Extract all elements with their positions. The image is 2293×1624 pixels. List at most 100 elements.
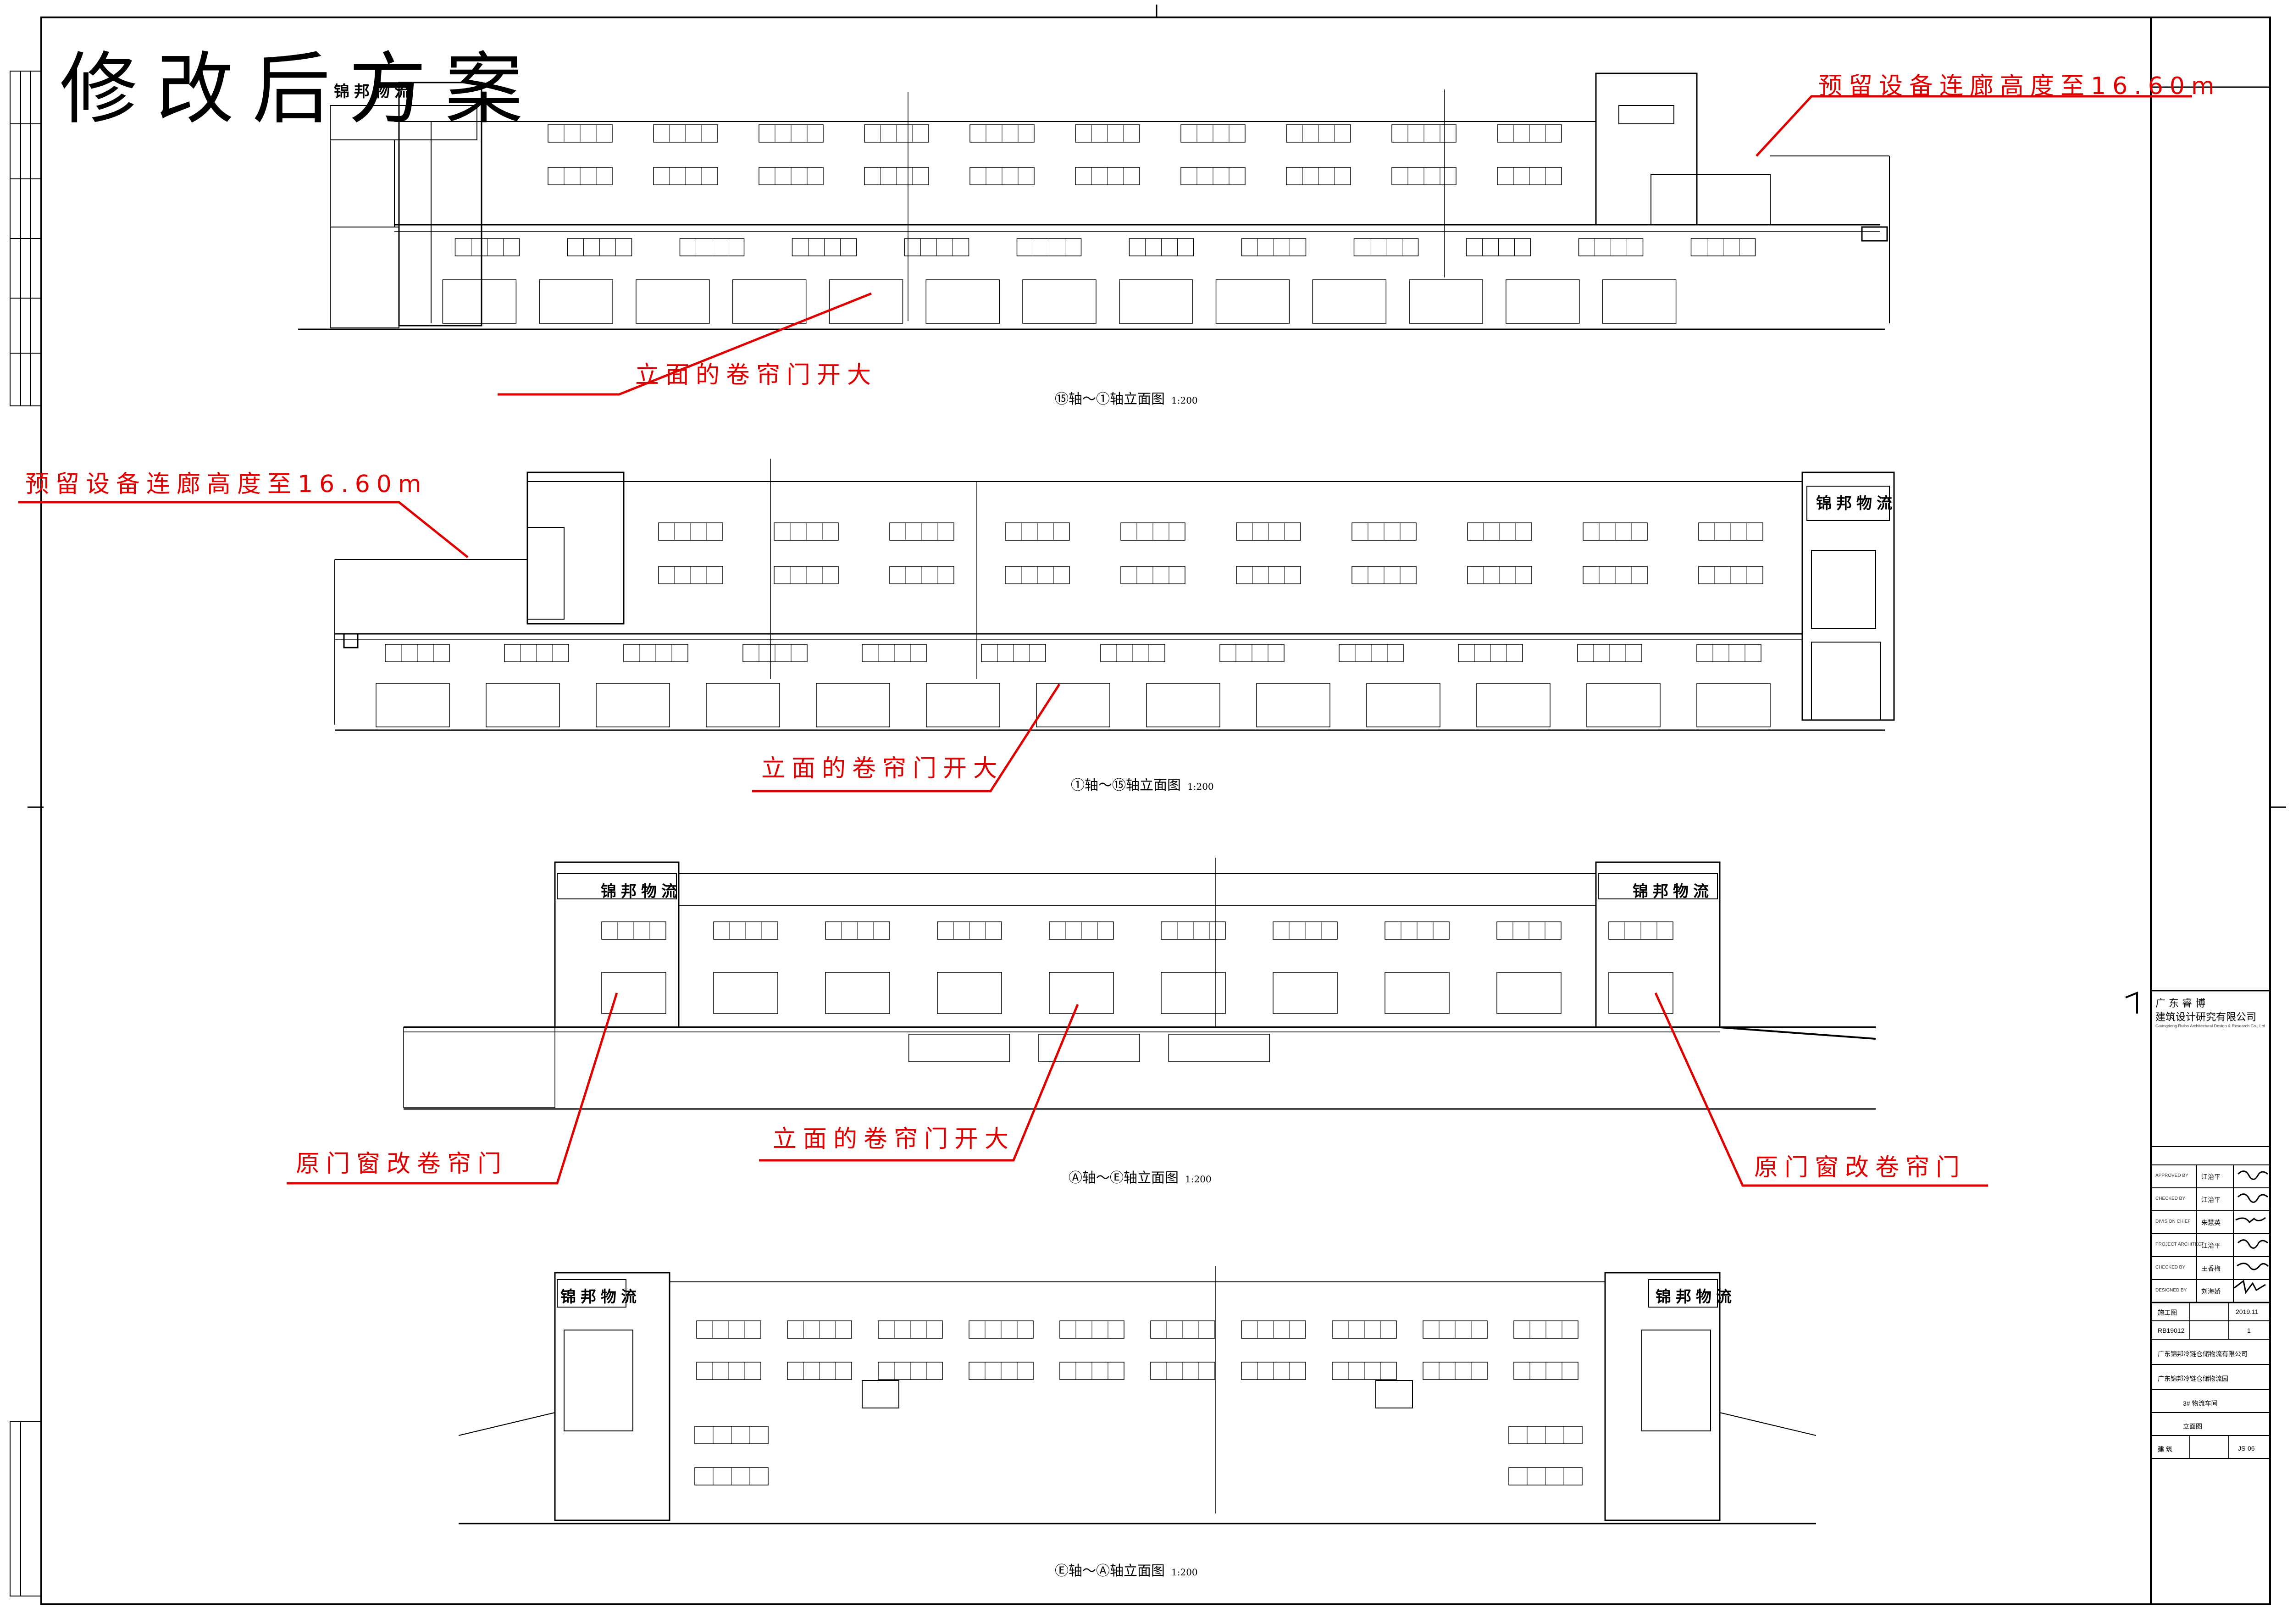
drawing-rect [1641, 1330, 1711, 1431]
drawing-rect [527, 527, 565, 620]
annotation-corridor-left: 预留设备连廊高度至16.60m [25, 471, 428, 498]
leader-corridor-left [18, 501, 469, 558]
drawing-rect [1618, 105, 1674, 124]
project-no: RB19012 [2158, 1327, 2185, 1334]
roller-door [926, 683, 1000, 727]
roller-door [1038, 1034, 1140, 1062]
roller-door [825, 972, 890, 1014]
drawing-name: 立面图 [2183, 1423, 2202, 1430]
annotation-window-left: 原门窗改卷帘门 [296, 1150, 508, 1178]
roller-door [925, 279, 1000, 324]
leader-door-2 [752, 683, 1061, 793]
company-name-en: Guangdong Ruibo Architectural Design & R… [2155, 1024, 2265, 1028]
canopy [1719, 1412, 1817, 1436]
company-name-2: 建筑设计研究有限公司 [2155, 1012, 2257, 1023]
leader-door-3 [759, 1004, 1079, 1162]
roller-door [1215, 279, 1290, 324]
roller-door [1256, 683, 1330, 727]
roller-door [1385, 972, 1450, 1014]
building-sign-3a: 锦邦物流 [601, 882, 681, 901]
roller-door [1168, 1034, 1270, 1062]
role-6: DESIGNED BY [2155, 1288, 2187, 1293]
building-sign-4a: 锦邦物流 [560, 1288, 641, 1306]
drawing-rect [564, 1330, 633, 1431]
building-sign-2: 锦邦物流 [1816, 494, 1897, 513]
stair-tower [526, 471, 625, 625]
drawing-rect [330, 227, 399, 328]
roller-door [539, 279, 613, 324]
roller-door [1602, 279, 1677, 324]
roller-door [376, 683, 450, 727]
drawing-rect [862, 1380, 899, 1408]
client: 广东锦邦冷链仓储物流有限公司 [2158, 1350, 2248, 1358]
roller-door [713, 972, 778, 1014]
roller-door [1161, 972, 1226, 1014]
drawing-line [1719, 1026, 1876, 1040]
style: 建 筑 [2158, 1446, 2172, 1453]
roller-door [1273, 972, 1338, 1014]
sign-box [330, 105, 477, 140]
name-1: 江治平 [2201, 1173, 2221, 1181]
roller-door [1696, 683, 1771, 727]
roller-door [732, 279, 807, 324]
roller-door [908, 1034, 1010, 1062]
role-5: CHECKED BY [2155, 1265, 2186, 1270]
roller-door [816, 683, 890, 727]
leader-corridor-top [1756, 95, 2192, 157]
roller-door [1119, 279, 1193, 324]
roller-door [1022, 279, 1097, 324]
annotation-door-1: 立面的卷帘门开大 [635, 361, 878, 389]
subproject-name: 3# 物流车间 [2183, 1400, 2218, 1407]
sign-box [557, 873, 677, 899]
name-4: 江治平 [2201, 1242, 2221, 1249]
end-tower [1604, 1272, 1721, 1521]
page-title: 修改后方案 [60, 44, 542, 135]
roller-door [937, 972, 1002, 1014]
roller-door [829, 279, 903, 324]
sign-box [1806, 486, 1890, 521]
drawing-rect [1861, 226, 1888, 242]
name-6: 刘海娇 [2201, 1288, 2221, 1295]
role-3: DIVISION CHIEF [2155, 1219, 2191, 1224]
annotation-door-2: 立面的卷帘门开大 [761, 755, 1004, 782]
sign-box [1648, 1279, 1718, 1308]
roller-door [1586, 683, 1661, 727]
roller-door [1476, 683, 1551, 727]
roller-door [1049, 972, 1114, 1014]
drawing-rect [403, 1027, 555, 1108]
building-sign-3b: 锦邦物流 [1633, 882, 1713, 901]
date: 2019.11 [2236, 1308, 2259, 1315]
stair-tower [398, 82, 482, 327]
role-4: PROJECT ARCHITECT [2155, 1242, 2204, 1247]
roller-door [442, 279, 517, 324]
end-tower [554, 1272, 670, 1521]
sign-box [557, 1279, 626, 1308]
drawing-rect [1811, 550, 1876, 629]
building-sign-4b: 锦邦物流 [1656, 1288, 1736, 1306]
drawing-rect [1375, 1380, 1413, 1408]
edition: 1 [2247, 1327, 2251, 1334]
roller-door [1409, 279, 1483, 324]
role-1: APPROVED BY [2155, 1173, 2188, 1178]
drawing-rect [1811, 642, 1881, 721]
name-2: 江治平 [2201, 1196, 2221, 1203]
roller-door [1496, 972, 1562, 1014]
phase: 施工图 [2158, 1309, 2177, 1316]
sign-box [1598, 873, 1718, 899]
roller-door [1036, 683, 1110, 727]
project-name: 广东锦邦冷链仓储物流园 [2158, 1375, 2228, 1382]
roller-door [636, 279, 710, 324]
name-5: 王香梅 [2201, 1265, 2221, 1272]
drawing-rect [343, 633, 359, 648]
roller-door [601, 972, 666, 1014]
stair-tower [1595, 72, 1698, 226]
annotation-window-right: 原门窗改卷帘门 [1754, 1154, 1966, 1181]
leader-door-1 [498, 292, 872, 396]
name-3: 朱慧英 [2201, 1219, 2221, 1226]
roller-door [596, 683, 670, 727]
leader-window-left [287, 992, 618, 1185]
building-sign-1: 锦邦物流 [334, 83, 415, 101]
